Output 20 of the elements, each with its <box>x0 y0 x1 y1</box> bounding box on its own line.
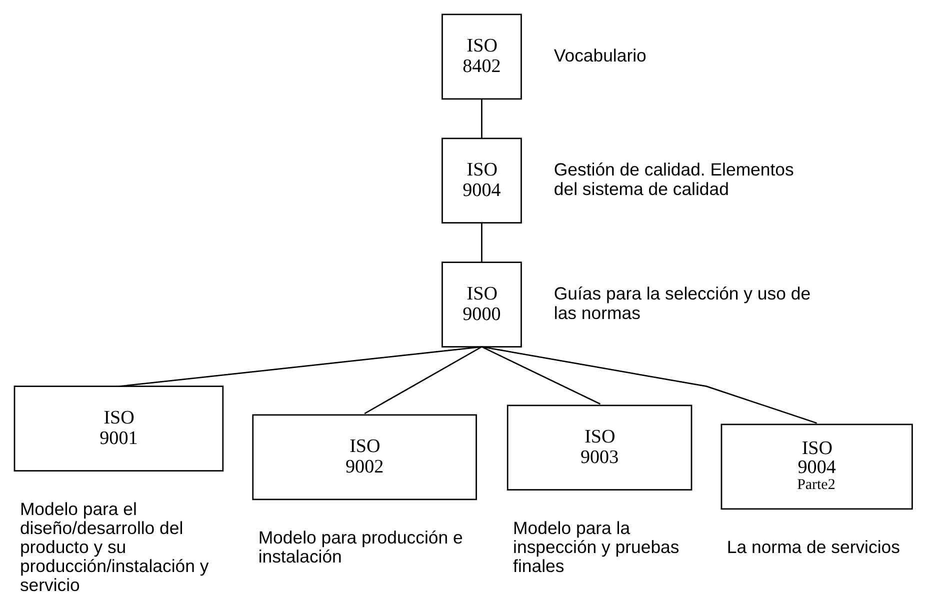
node-box: ISO 9004 <box>442 138 522 224</box>
connector <box>482 346 818 424</box>
node-label: Modelo para la inspección y pruebas finales <box>513 518 680 576</box>
node-box: ISO 9001 <box>14 386 224 472</box>
node-label: Modelo para el diseño/desarrollo del producto y su producción/instalación y servicio <box>20 498 209 596</box>
node-box: ISO 9003 <box>506 404 692 491</box>
node-label: Gestión de calidad. Elementos del sistema de calidad <box>554 160 794 199</box>
node-label: Modelo para producción e instalación <box>258 528 463 567</box>
connector <box>119 346 482 387</box>
connector <box>481 222 482 262</box>
node-label: Guías para la selección y uso de las normas <box>554 284 811 323</box>
node-box: ISO 9000 <box>442 262 522 348</box>
connector <box>481 346 601 405</box>
node-box: ISO 9004 Parte2 <box>720 424 913 510</box>
connector <box>364 346 482 414</box>
node-label: La norma de servicios <box>726 537 900 558</box>
connector <box>481 98 482 138</box>
node-box: ISO 8402 <box>442 14 522 100</box>
node-label: Vocabulario <box>554 45 646 66</box>
node-box: ISO 9002 <box>252 414 477 500</box>
